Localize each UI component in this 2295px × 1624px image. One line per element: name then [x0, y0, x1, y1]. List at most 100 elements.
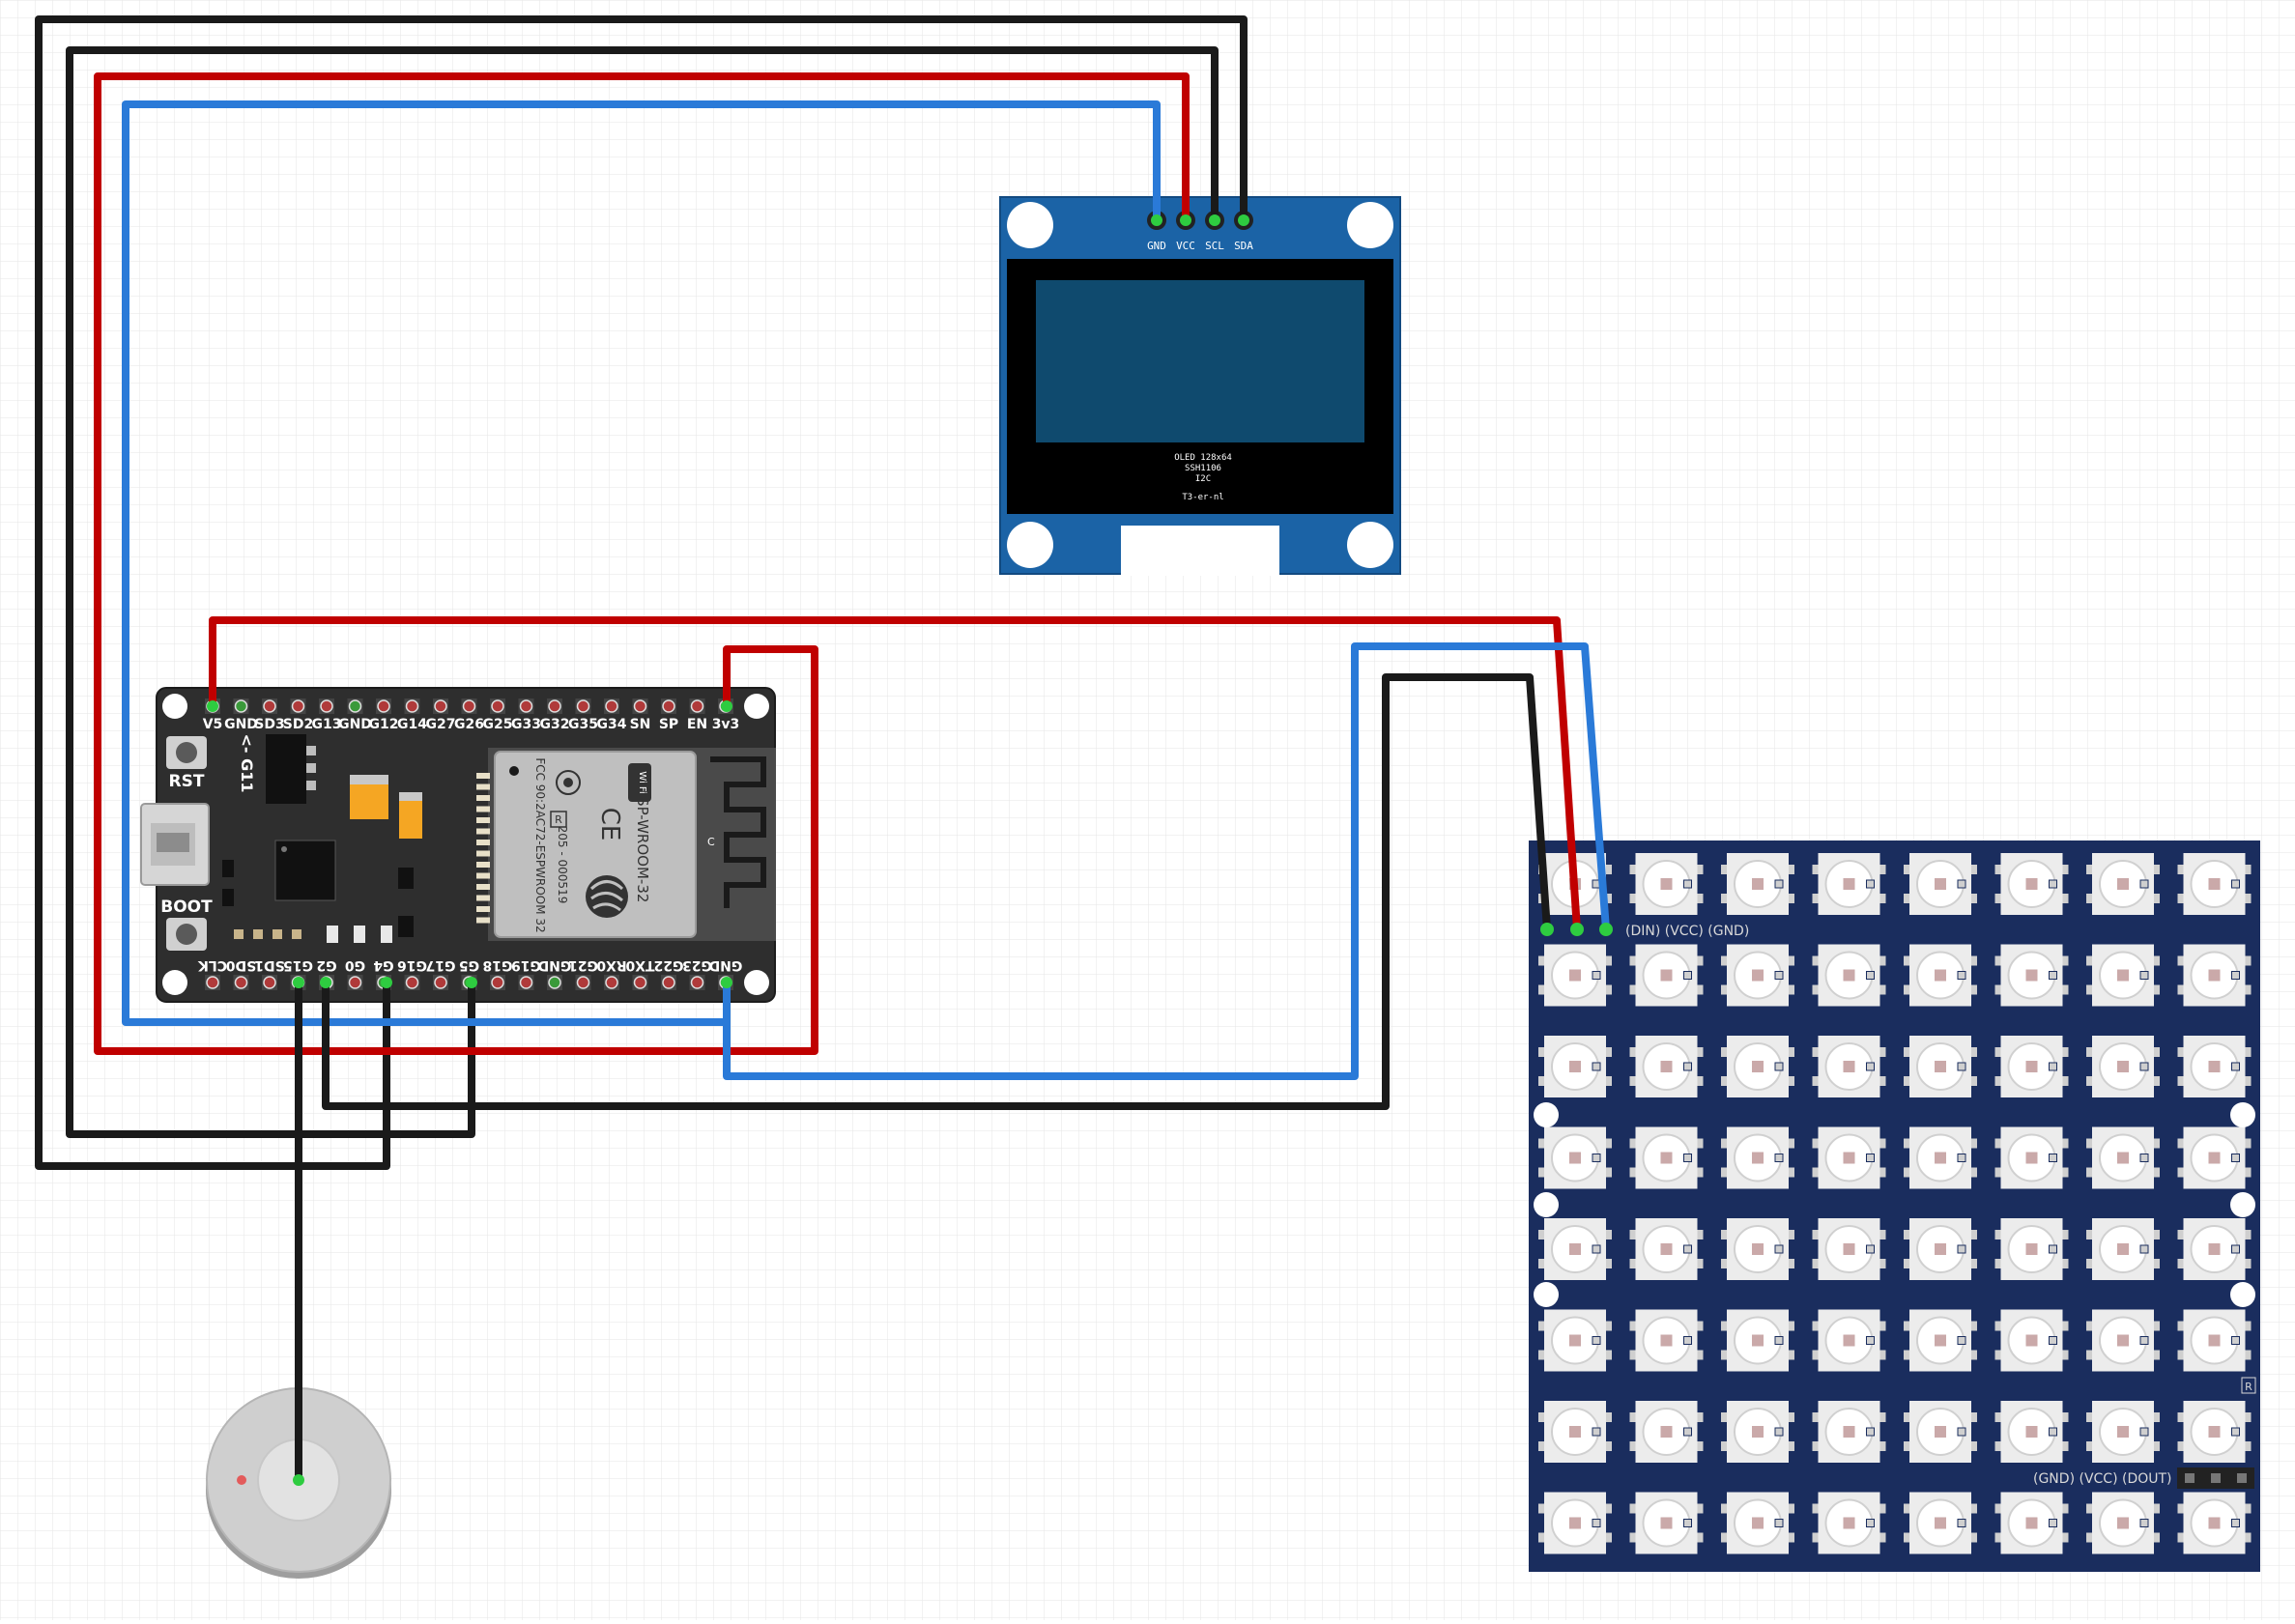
pin-hole[interactable]: [605, 699, 618, 713]
oled-pin-label: GND: [1147, 240, 1166, 252]
pin-label: G26: [454, 717, 484, 732]
pin-hole[interactable]: [434, 976, 447, 989]
castellation-pad: [476, 872, 490, 879]
pin-hole[interactable]: [576, 976, 590, 989]
matrix-led: [2086, 1492, 2160, 1554]
pin-hole[interactable]: [263, 976, 276, 989]
pin-hole[interactable]: [548, 699, 561, 713]
matrix-led: [1629, 1401, 1704, 1463]
matrix-led: [1721, 1309, 1794, 1372]
pin-hole[interactable]: [348, 976, 362, 989]
matrix-led: [1721, 1126, 1794, 1189]
matrix-led: [1721, 1036, 1794, 1097]
pin-label: SD3: [254, 717, 284, 732]
matrix-led: [1629, 944, 1704, 1007]
pin-label: G15: [283, 957, 313, 973]
pin-label: G17: [426, 957, 456, 973]
pin-hole[interactable]: [519, 976, 533, 989]
matrix-led: [2086, 1401, 2160, 1463]
matrix-led: [2177, 1218, 2252, 1280]
castellation-pad: [476, 828, 490, 835]
pin-label: G16: [397, 957, 427, 973]
pin-label: 3v3: [712, 717, 740, 732]
castellation-pad: [476, 895, 490, 901]
pin-label: G23: [682, 957, 712, 973]
pin-label: SD2: [283, 717, 313, 732]
matrix-led: [1904, 1401, 1977, 1463]
pin-hole[interactable]: [576, 699, 590, 713]
pin-label: G34: [597, 717, 627, 732]
voltage-regulator: [266, 734, 316, 804]
pin-hole[interactable]: [519, 699, 533, 713]
oled-maker-label: T3-er-nl: [1182, 493, 1223, 502]
pin-hole[interactable]: [434, 699, 447, 713]
pin-hole[interactable]: [234, 699, 248, 713]
pin-hole[interactable]: [633, 976, 647, 989]
castellation-pad: [476, 817, 490, 823]
matrix-led-grid: [1538, 853, 2252, 1554]
rst-button[interactable]: RST: [166, 736, 207, 791]
matrix-output-header: [2177, 1467, 2254, 1489]
capacitor: [399, 792, 422, 839]
matrix-led: [2086, 1126, 2160, 1189]
pin-hole[interactable]: [348, 699, 362, 713]
matrix-led: [1904, 944, 1977, 1007]
wire-oled-vcc[interactable]: [94, 72, 1190, 1055]
wire-matrix-din[interactable]: [322, 673, 1551, 1110]
pin-hole[interactable]: [263, 699, 276, 713]
matrix-led: [1812, 1492, 1886, 1554]
pin-hole[interactable]: [234, 976, 248, 989]
wire-matrix-vcc[interactable]: [209, 616, 1581, 930]
matrix-r-box: [2241, 1377, 2256, 1394]
pin-hole[interactable]: [291, 699, 305, 713]
led-matrix[interactable]: (DIN) (VCC) (GND) (GND) (VCC) (DOUT) R: [1529, 840, 2260, 1572]
matrix-led: [2177, 1036, 2252, 1097]
pin-hole[interactable]: [690, 976, 704, 989]
pin-hole[interactable]: [320, 699, 333, 713]
pin-hole[interactable]: [605, 976, 618, 989]
pin-label: G19: [511, 957, 541, 973]
pin-hole[interactable]: [662, 699, 675, 713]
pin-hole[interactable]: [633, 699, 647, 713]
pin-label: G27: [426, 717, 456, 732]
smd-resistor-row: [234, 926, 392, 943]
castellation-pad: [476, 806, 490, 812]
svg-text:Wi Fi: Wi Fi: [637, 771, 647, 793]
pin-hole[interactable]: [491, 976, 504, 989]
matrix-led: [1812, 1218, 1886, 1280]
mount-hole: [1534, 1102, 1559, 1127]
matrix-led: [1721, 1218, 1794, 1280]
pin-hole[interactable]: [206, 976, 219, 989]
matrix-led: [1994, 853, 2069, 915]
matrix-led: [1904, 1126, 1977, 1189]
rst-label: RST: [169, 772, 205, 791]
mount-hole: [1347, 522, 1393, 568]
wire-matrix-gnd[interactable]: [723, 642, 1610, 1080]
pin-hole[interactable]: [405, 699, 419, 713]
matrix-led: [2086, 1218, 2160, 1280]
pin-hole[interactable]: [462, 699, 476, 713]
castellation-pad: [476, 906, 490, 912]
pin-hole[interactable]: [405, 976, 419, 989]
mount-hole: [162, 694, 187, 719]
matrix-input-label: (DIN) (VCC) (GND): [1625, 924, 1749, 939]
pin-hole[interactable]: [491, 699, 504, 713]
pin-hole[interactable]: [662, 976, 675, 989]
pin-hole[interactable]: [548, 976, 561, 989]
pin-hole[interactable]: [690, 699, 704, 713]
matrix-led: [2177, 853, 2252, 915]
smd-transistor: [222, 860, 234, 877]
boot-button[interactable]: BOOT: [160, 897, 213, 951]
pin-hole[interactable]: [377, 699, 390, 713]
r-mark-box: [550, 811, 567, 828]
fcc-icon: [556, 770, 581, 795]
esp-wroom-32-module: ESP-WROOM-32 FCC 90:2AC72-ESPWROOM 32 20…: [476, 748, 776, 941]
esp32-board[interactable]: RST BOOT <- G11: [140, 687, 776, 1003]
castellation-pad: [476, 917, 490, 924]
espressif-logo-icon: [586, 875, 628, 918]
mount-hole: [1347, 202, 1393, 248]
matrix-led: [2086, 1036, 2160, 1097]
ce-mark: CE: [595, 808, 624, 841]
